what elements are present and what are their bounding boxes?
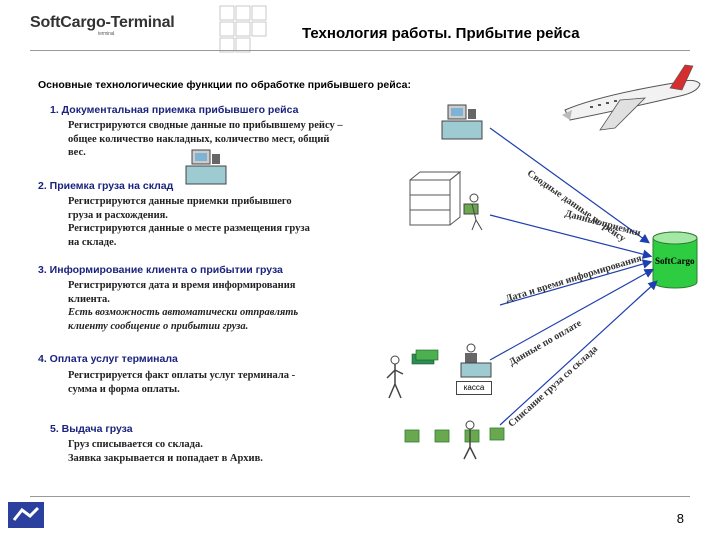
app-logo: SoftCargo-Terminal terminal bbox=[30, 14, 175, 37]
arrow-writeoff bbox=[499, 280, 658, 426]
header-divider bbox=[30, 50, 690, 51]
logo-subtext: terminal bbox=[98, 31, 115, 37]
page-number: 8 bbox=[676, 511, 684, 526]
customer-person-icon bbox=[386, 355, 404, 399]
arrow-payment bbox=[489, 268, 655, 361]
step-5-heading: 5. Выдача груза bbox=[50, 423, 133, 435]
airplane-icon bbox=[562, 64, 701, 131]
loader-worker-icon bbox=[463, 193, 483, 231]
page-title: Технология работы. Прибытие рейса bbox=[302, 25, 580, 42]
logo-text: SoftCargo-Terminal bbox=[30, 14, 175, 31]
company-logo-icon bbox=[8, 502, 44, 528]
step-3-description: Регистрируются дата и время информирован… bbox=[68, 280, 299, 332]
step-5-description: Груз списывается со склада.Заявка закрыв… bbox=[68, 439, 263, 464]
warehouse-shelf-icon bbox=[409, 170, 462, 226]
arrow-inform bbox=[499, 259, 653, 306]
database-label: SoftCargo bbox=[655, 256, 695, 266]
step-4-description: Регистрируется факт оплаты услуг термина… bbox=[68, 370, 296, 395]
cashier-icon bbox=[460, 343, 492, 378]
step-1-description: Регистрируются сводные данные по прибывш… bbox=[68, 120, 343, 158]
arrow-receipt bbox=[489, 214, 653, 259]
workstation-icon-1 bbox=[441, 104, 483, 140]
courier-person-icon bbox=[463, 420, 477, 460]
step-2-heading: 2. Приемка груза на склад bbox=[38, 180, 174, 192]
step-4-heading: 4. Оплата услуг терминала bbox=[38, 353, 178, 365]
step-1-heading: 1. Документальная приемка прибывшего рей… bbox=[50, 104, 299, 116]
money-icon bbox=[411, 349, 439, 365]
grid-decoration bbox=[219, 5, 267, 53]
intro-text: Основные технологические функции по обра… bbox=[38, 79, 412, 91]
cargo-boxes-icon bbox=[404, 427, 505, 443]
footer-divider bbox=[30, 496, 690, 497]
workstation-icon-2 bbox=[185, 149, 227, 185]
step-3-heading: 3. Информирование клиента о прибытии гру… bbox=[38, 264, 283, 276]
arrow-summary bbox=[489, 127, 650, 244]
cash-desk-label: касса bbox=[456, 381, 492, 395]
step-2-description: Регистрируются данные приемки прибывшего… bbox=[68, 196, 310, 248]
